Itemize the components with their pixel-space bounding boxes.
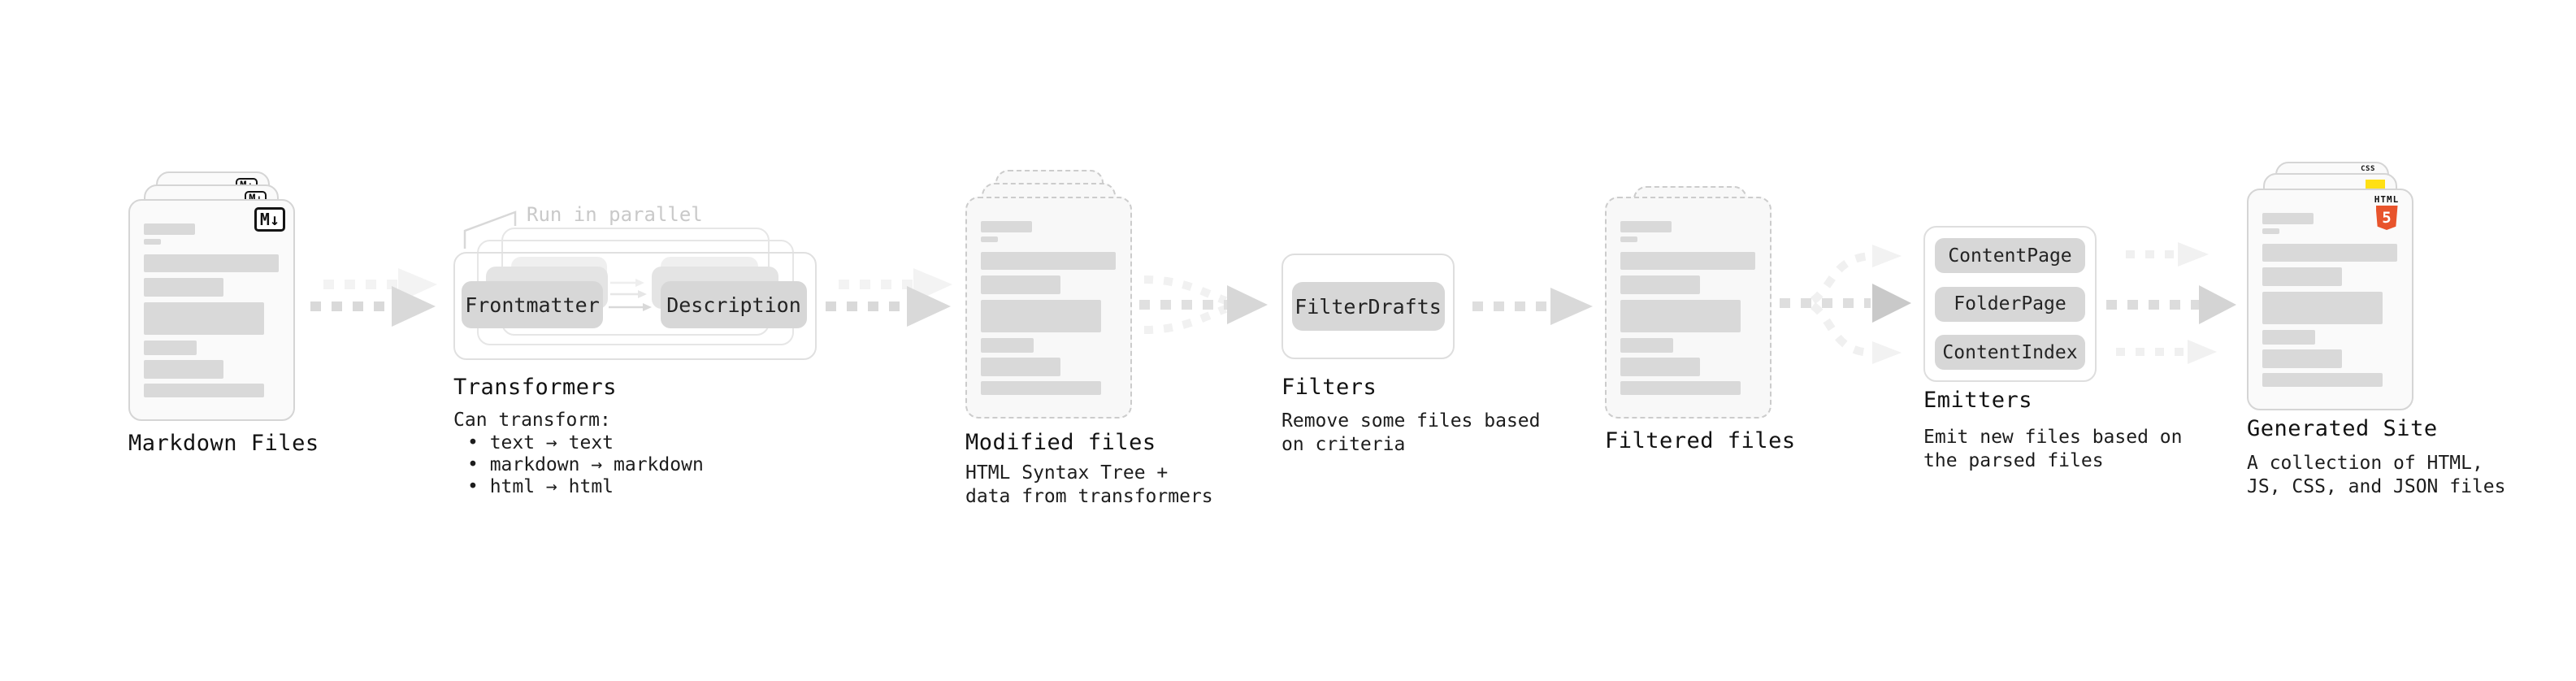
frontmatter-pill: Frontmatter [462, 281, 603, 328]
skeleton-bar [981, 275, 1060, 294]
transform-step-arrows [609, 279, 652, 311]
skeleton-text-lines [981, 221, 1117, 395]
description-pill: Description [661, 281, 807, 328]
emitters-description: Emit new files based on the parsed files [1923, 427, 2183, 472]
flow-arrow-filters-to-filtered [1472, 288, 1593, 325]
skeleton-bar [981, 358, 1060, 376]
skeleton-bar [1620, 275, 1700, 294]
filtered-files-stack [1605, 186, 1776, 422]
bullet-item: • html → html [467, 476, 614, 497]
run-in-parallel-callout-line [463, 210, 517, 249]
modified-files-description: HTML Syntax Tree + data from transformer… [965, 462, 1213, 508]
transformers-desc-title: Can transform: [453, 410, 611, 431]
skeleton-bar [2262, 267, 2342, 286]
filterdrafts-pill: FilterDrafts [1291, 282, 1445, 331]
skeleton-text-lines [1620, 221, 1756, 395]
bullet-item: • text → text [467, 432, 614, 453]
skeleton-text-lines [2262, 213, 2398, 387]
filtered-file-card-front [1605, 197, 1772, 419]
skeleton-bar [2262, 349, 2342, 368]
markdown-files-label: Markdown Files [128, 431, 319, 456]
emitters-label: Emitters [1923, 388, 2033, 413]
skeleton-bar [2262, 244, 2397, 262]
css-icon-text: CSS [2361, 165, 2375, 173]
skeleton-bar [144, 239, 161, 245]
skeleton-bar [144, 384, 264, 397]
contentpage-pill: ContentPage [1935, 238, 2085, 273]
skeleton-bar [981, 252, 1116, 270]
html5-shield: 5 [2375, 206, 2398, 230]
markdown-files-stack: M↓ M↓ M↓ [128, 171, 323, 423]
modified-files-stack [965, 170, 1136, 422]
flow-arrow-filtered-to-emitters [1780, 245, 1911, 364]
skeleton-text-lines [144, 223, 280, 397]
contentindex-pill: ContentIndex [1935, 335, 2085, 370]
flow-arrow-emitters-to-site [2106, 242, 2236, 364]
skeleton-bar [144, 278, 223, 297]
skeleton-bar [144, 340, 197, 355]
skeleton-bar [981, 221, 1032, 232]
bullet-item: • markdown → markdown [467, 454, 704, 475]
html-file-card: HTML 5 [2247, 189, 2413, 410]
filters-description: Remove some files based on criteria [1281, 410, 1541, 456]
emitters-box: ContentPage FolderPage ContentIndex [1923, 226, 2097, 382]
skeleton-bar [2262, 213, 2314, 224]
filtered-files-label: Filtered files [1605, 428, 1796, 453]
flow-arrow-transformers-to-modified [826, 268, 952, 327]
transformer-box-front [453, 252, 817, 360]
skeleton-bar [1620, 236, 1637, 242]
modified-file-card-front [965, 197, 1132, 419]
markdown-icon: M↓ [254, 207, 285, 232]
skeleton-bar [981, 381, 1101, 395]
markdown-file-card-front: M↓ [128, 199, 295, 421]
skeleton-bar [2262, 373, 2383, 387]
skeleton-bar [1620, 221, 1672, 232]
skeleton-bar [144, 360, 223, 379]
skeleton-bar [981, 236, 998, 242]
skeleton-bar [1620, 381, 1741, 395]
modified-files-label: Modified files [965, 430, 1156, 455]
skeleton-bar [981, 338, 1034, 353]
skeleton-bar [1620, 252, 1755, 270]
skeleton-bar [2262, 330, 2315, 345]
skeleton-bar [1620, 358, 1700, 376]
html5-icon-text: HTML [2374, 194, 2400, 205]
skeleton-bar [144, 223, 195, 235]
skeleton-bar [144, 302, 264, 335]
generated-site-label: Generated Site [2247, 416, 2438, 441]
skeleton-bar [1620, 300, 1741, 332]
skeleton-bar [144, 254, 279, 272]
flow-arrow-markdown-to-transformers [310, 268, 437, 327]
html5-icon: HTML 5 [2369, 195, 2405, 230]
generated-site-stack: CSS HTML 5 [2247, 162, 2418, 414]
run-in-parallel-label: Run in parallel [527, 203, 703, 226]
skeleton-bar [981, 300, 1101, 332]
folderpage-pill: FolderPage [1935, 286, 2085, 322]
filters-label: Filters [1281, 375, 1377, 400]
flow-arrow-modified-to-filters [1139, 275, 1268, 334]
filters-box: FilterDrafts [1281, 254, 1455, 359]
transformers-bullet-list: • text → text • markdown → markdown • ht… [467, 432, 704, 498]
skeleton-bar [2262, 228, 2279, 234]
generated-site-description: A collection of HTML, JS, CSS, and JSON … [2247, 453, 2506, 498]
skeleton-bar [1620, 338, 1673, 353]
skeleton-bar [2262, 292, 2383, 324]
transformers-label: Transformers [453, 375, 618, 400]
